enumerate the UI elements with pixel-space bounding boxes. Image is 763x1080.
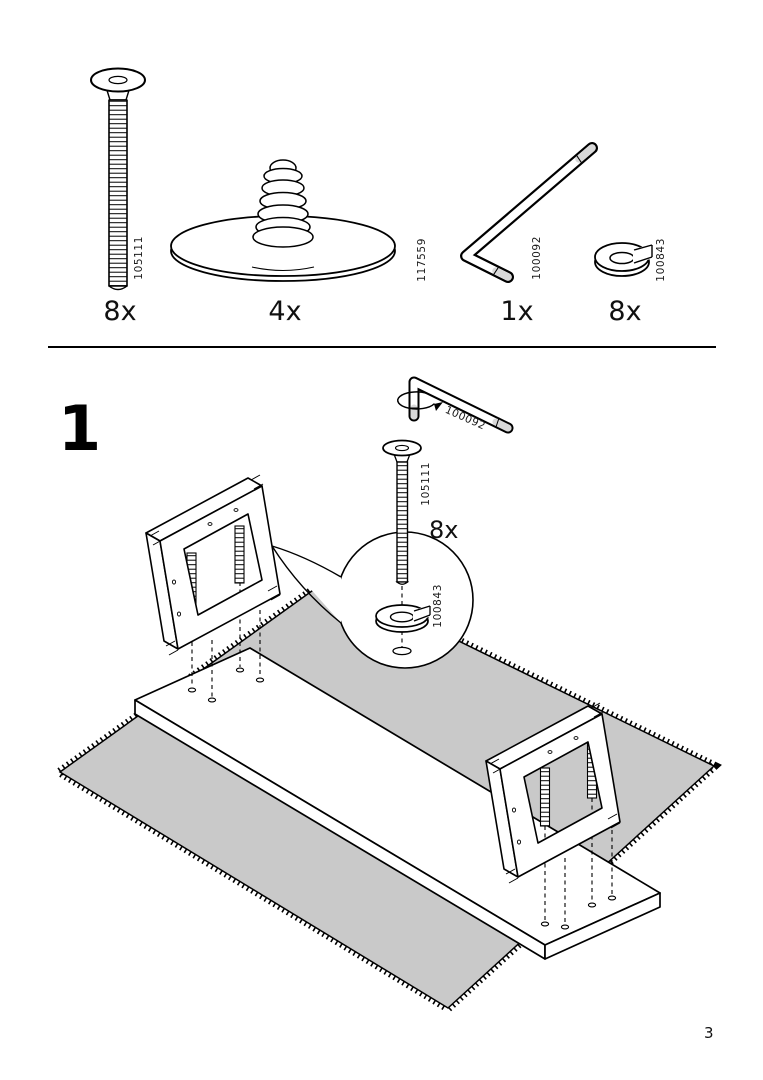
section-divider — [48, 346, 716, 348]
step-allen-key-illustration — [397, 376, 514, 434]
qty-allen-key: 1x — [500, 296, 534, 327]
rotation-arrow-icon — [397, 391, 435, 410]
qty-washer: 8x — [608, 296, 642, 327]
page-number: 3 — [704, 1024, 714, 1042]
allen-key-illustration — [460, 142, 598, 283]
left-trestle-leg — [145, 474, 281, 656]
part-number-glide: 117559 — [416, 238, 428, 282]
part-number-bolt: 105111 — [133, 236, 145, 280]
magnifier-balloon — [271, 531, 474, 669]
right-trestle-leg — [485, 702, 621, 884]
step-1-illustration — [51, 376, 722, 1014]
step-label-bolt: 105111 — [420, 462, 432, 506]
qty-bolt: 8x — [103, 296, 137, 327]
glide-foot-illustration — [170, 159, 396, 282]
bolt-illustration — [90, 67, 146, 291]
qty-glide: 4x — [268, 296, 302, 327]
step-callout-qty: 8x — [429, 516, 459, 544]
lock-washer-illustration — [594, 242, 654, 277]
step-bolt-illustration — [382, 439, 422, 585]
part-number-washer: 100843 — [655, 238, 667, 282]
step-number: 1 — [58, 392, 102, 465]
part-number-allen-key: 100092 — [531, 236, 543, 280]
step-label-washer: 100843 — [432, 584, 444, 628]
